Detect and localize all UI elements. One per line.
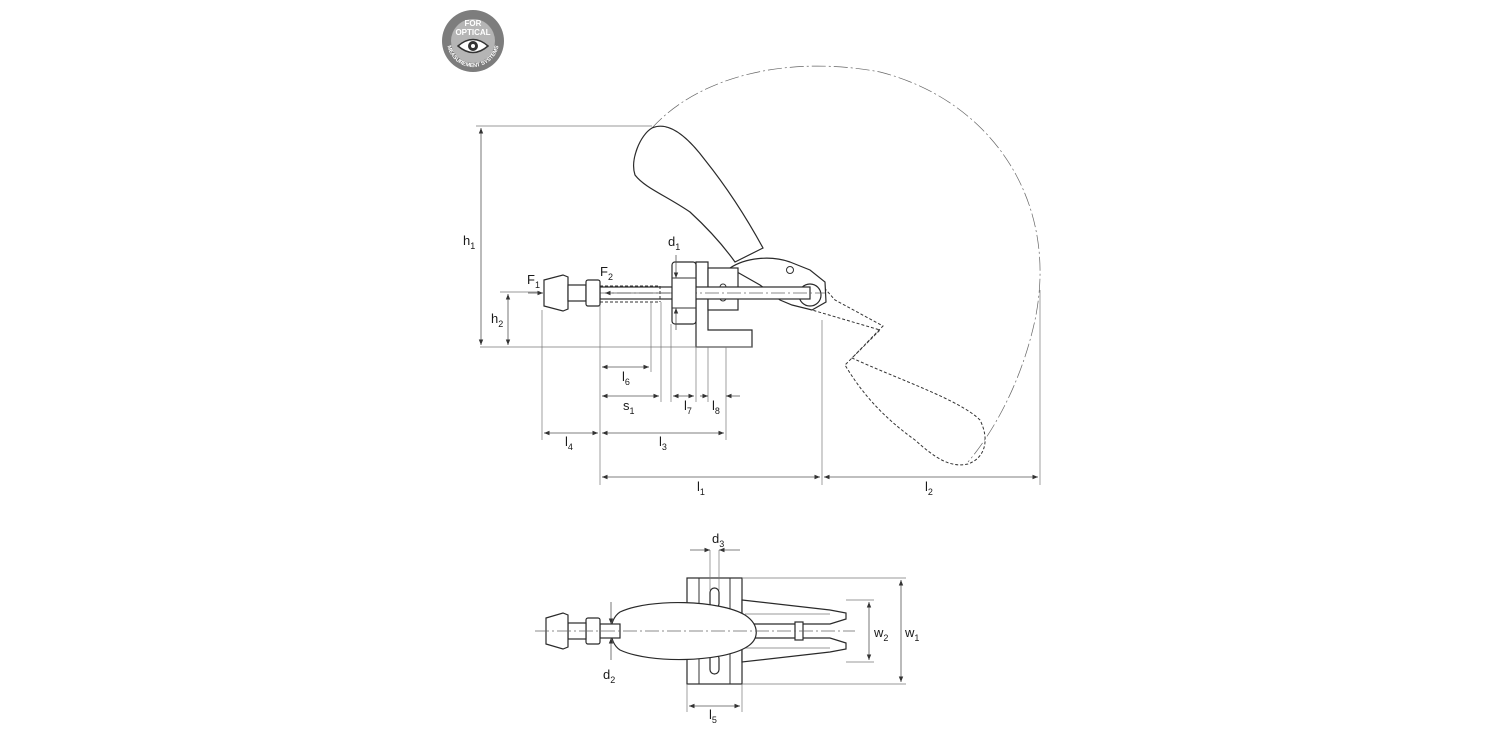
force-F2-label: F2 — [600, 264, 613, 282]
dim-l2-label: l2 — [925, 479, 933, 497]
optical-measurement-badge: FOR OPTICAL MEASUREMENT SYSTEMS — [442, 10, 504, 72]
dim-s1-label: s1 — [623, 398, 635, 416]
dim-d1-label: d1 — [668, 234, 680, 252]
spindle-shank — [567, 284, 587, 302]
side-view: h1 h2 F1 F2 d1 l6 s1 l7 — [463, 65, 1041, 497]
dim-d3-label: d3 — [712, 531, 724, 549]
dim-w1-label: w1 — [904, 625, 919, 643]
spindle-pressure-tip — [543, 274, 569, 312]
dim-l8-label: l8 — [712, 398, 720, 416]
dim-l6-label: l6 — [622, 369, 630, 387]
badge-mid-text: OPTICAL — [455, 28, 490, 37]
dim-l7-label: l7 — [684, 398, 692, 416]
handle-swing-arc — [651, 65, 1041, 463]
dim-h2-label: h2 — [491, 311, 503, 329]
linkage-pivot-hole — [786, 266, 794, 274]
dim-l4-label: l4 — [565, 434, 573, 452]
force-F1-label: F1 — [527, 272, 540, 290]
badge-top-text: FOR — [465, 19, 482, 28]
side-links — [741, 599, 847, 625]
dim-h1-label: h1 — [463, 233, 475, 251]
eye-icon — [456, 38, 490, 54]
open-handle-outline — [793, 282, 986, 466]
clamp-handle — [633, 125, 764, 263]
spindle-lock-nut — [585, 279, 601, 307]
dim-l3-label: l3 — [659, 434, 667, 452]
dim-d2-label: d2 — [603, 667, 615, 685]
top-view: d3 d2 w2 w1 l5 — [535, 531, 919, 725]
dim-l5-label: l5 — [709, 707, 717, 725]
dim-w2-label: w2 — [873, 625, 888, 643]
dim-l1-label: l1 — [697, 479, 705, 497]
handle-top-view — [610, 602, 757, 661]
